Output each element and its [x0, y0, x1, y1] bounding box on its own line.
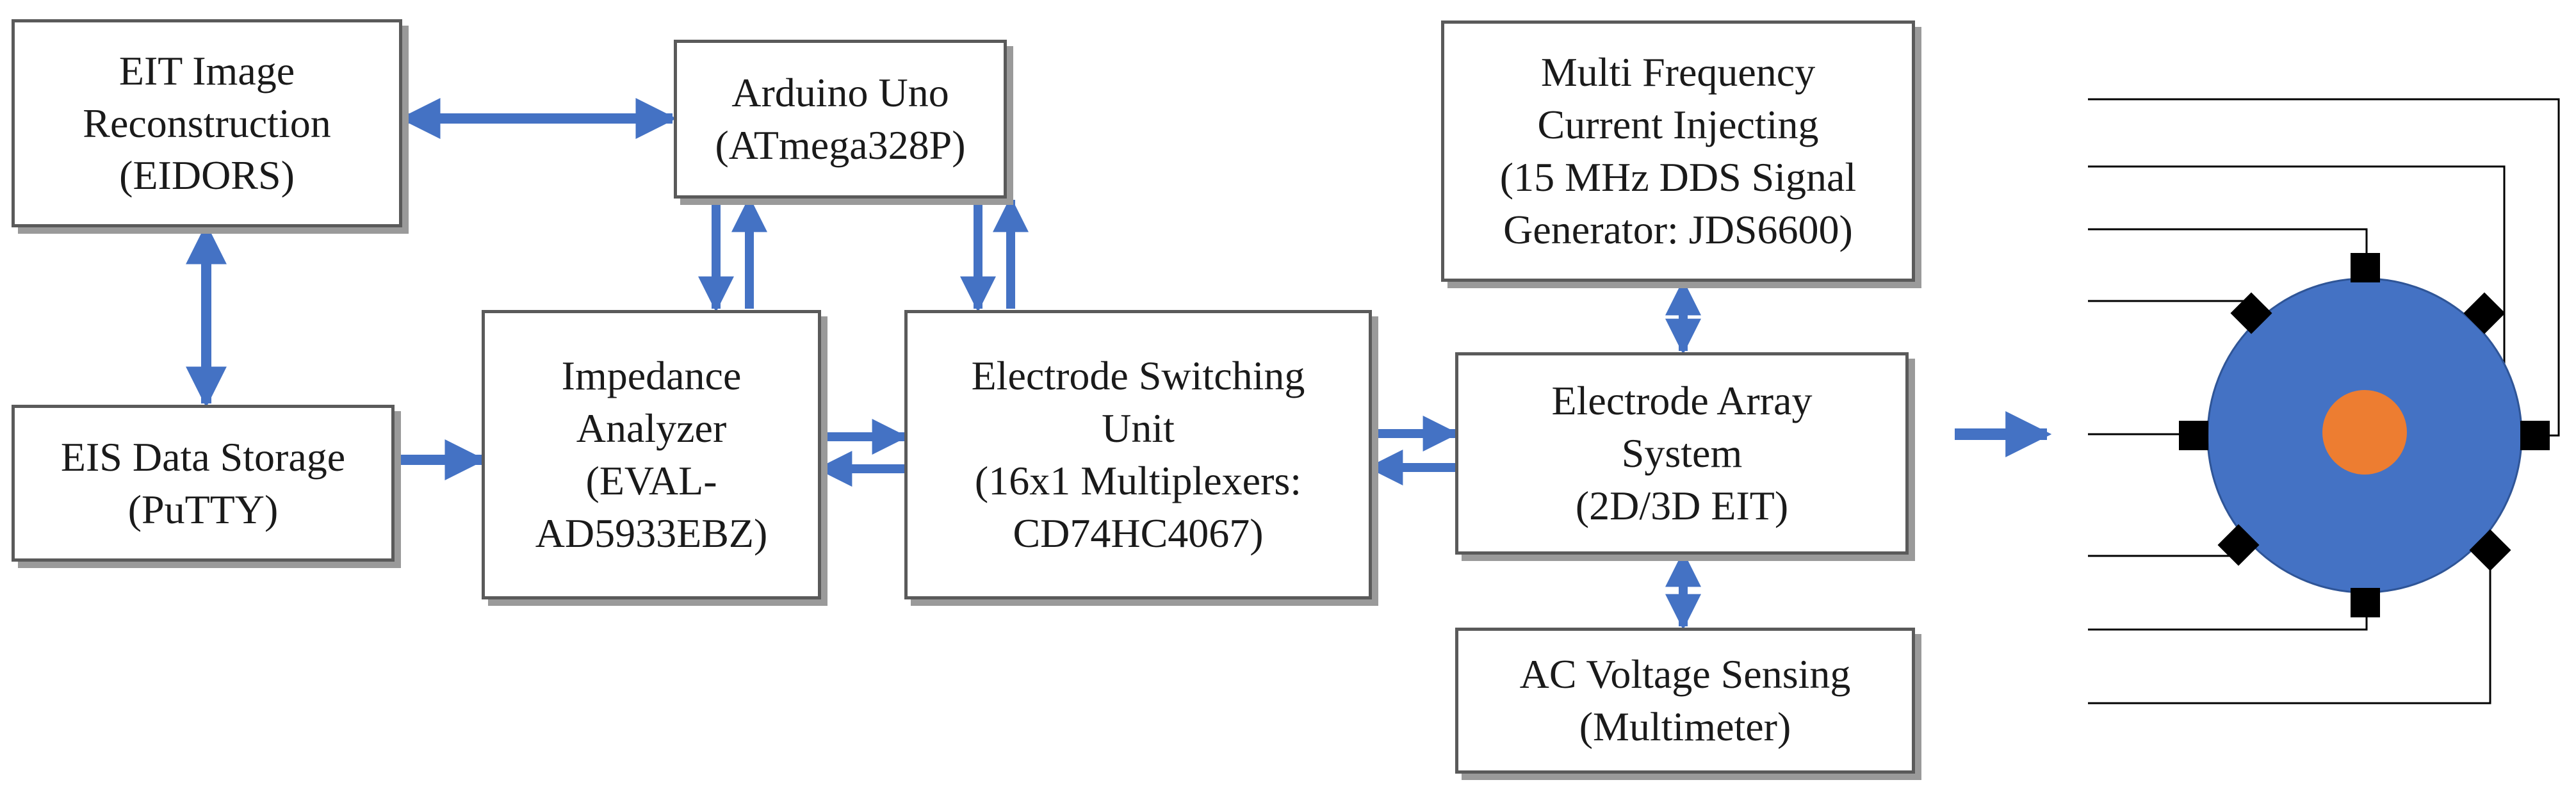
phantom-inclusion: [2322, 390, 2407, 475]
block-text-line: AC Voltage Sensing: [1519, 651, 1851, 697]
block-text-line: Electrode Switching: [971, 353, 1305, 399]
wire-8: [2088, 551, 2491, 704]
block-text-line: (PuTTY): [127, 486, 279, 532]
block-text-line: CD74HC4067): [1013, 510, 1264, 556]
block-text-line: (2D/3D EIT): [1575, 482, 1789, 528]
eis-data-storage-block: EIS Data Storage (PuTTY): [12, 405, 395, 562]
block-text-line: (EVAL-: [585, 458, 717, 503]
block-text-line: Arduino Uno: [731, 70, 949, 116]
block-text-line: Reconstruction: [83, 100, 331, 146]
block-text-line: (ATmega328P): [715, 122, 966, 168]
block-text-line: Electrode Array: [1551, 378, 1813, 424]
electrodes: [2179, 253, 2550, 617]
block-text-line: Impedance: [561, 353, 742, 399]
wire-6: [2088, 546, 2240, 557]
electrode-left: [2179, 421, 2208, 450]
block-text-line: (15 MHz DDS Signal: [1499, 154, 1857, 200]
block-text-line: (16x1 Multiplexers:: [974, 458, 1302, 503]
electrode-bottom-right: [2469, 529, 2511, 571]
block-text-line: Analyzer: [576, 405, 727, 451]
wire-4: [2088, 300, 2253, 314]
block-text-line: Current Injecting: [1537, 102, 1819, 148]
block-text-line: EIT Image: [118, 47, 295, 94]
block-text-line: (Multimeter): [1579, 704, 1791, 749]
ac-voltage-sensing-block: AC Voltage Sensing (Multimeter): [1455, 628, 1915, 774]
block-text-line: Generator: JDS6600): [1503, 206, 1853, 252]
block-text-line: System: [1621, 430, 1743, 476]
electrode-top-right: [2463, 292, 2506, 334]
arduino-uno-block: Arduino Uno (ATmega328P): [674, 40, 1007, 199]
electrode-top: [2351, 253, 2380, 282]
wire-3: [2088, 228, 2368, 269]
block-text-line: Multi Frequency: [1540, 49, 1816, 95]
block-text-line: (EIDORS): [119, 152, 295, 199]
block-text-line: EIS Data Storage: [60, 434, 346, 480]
block-text-line: Unit: [1102, 405, 1175, 451]
electrode-bottom: [2351, 588, 2380, 617]
electrode-right: [2520, 421, 2550, 450]
wire-7: [2088, 602, 2368, 631]
electrode-top-left: [2230, 292, 2272, 334]
electrode-bottom-left: [2217, 524, 2260, 566]
block-text-line: AD5933EBZ): [535, 510, 768, 556]
